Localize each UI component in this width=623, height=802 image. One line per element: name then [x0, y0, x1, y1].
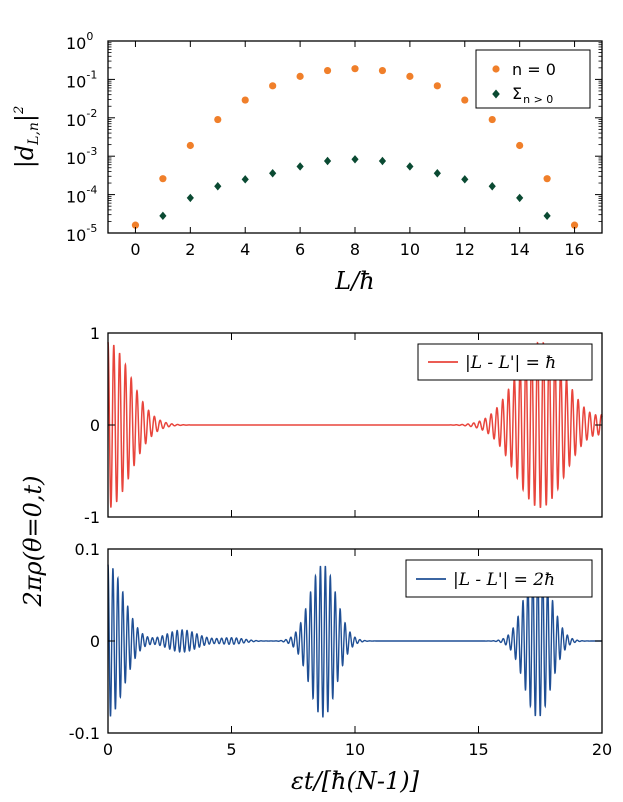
- y-tick-base: 10: [66, 72, 86, 91]
- y-tick-label: 0.1: [75, 540, 100, 559]
- y-tick-label: -0.1: [69, 724, 100, 743]
- scatter-point-sum: [186, 193, 194, 203]
- scatter-point-sum: [378, 156, 387, 166]
- y-tick-exponent: -3: [86, 145, 97, 158]
- y-tick-exponent: -1: [86, 68, 97, 81]
- scatter-point-sum: [433, 169, 441, 178]
- x-tick-label: 14: [509, 240, 529, 259]
- bottom-legend-label: |L - L'| = 2ħ: [453, 570, 555, 590]
- scatter-point-sum: [461, 175, 469, 184]
- x-tick-label: 15: [468, 740, 488, 759]
- scatter-point-sum: [296, 162, 304, 171]
- scatter-point-n0: [543, 175, 551, 183]
- y-tick-label: 0: [90, 416, 100, 435]
- scatter-point-n0: [269, 82, 277, 90]
- x-tick-label: 0: [103, 740, 113, 759]
- x-tick-label: 5: [226, 740, 236, 759]
- scatter-point-n0: [351, 65, 359, 73]
- ylabel-bar: |: [11, 114, 40, 122]
- y-tick-base: 10: [66, 188, 86, 207]
- y-tick-label: 1: [90, 324, 100, 343]
- x-tick-label: 2: [185, 240, 195, 259]
- scatter-point-n0: [159, 175, 167, 183]
- scatter-point-n0: [570, 221, 579, 229]
- y-tick-label: -1: [84, 508, 100, 527]
- y-tick-exponent: -4: [86, 184, 97, 197]
- scatter-point-sum: [351, 155, 359, 164]
- y-tick-label: 10-5: [66, 222, 97, 245]
- middle-ticks: 1 0 -1: [84, 324, 603, 527]
- y-tick-exponent: 0: [86, 30, 93, 43]
- scatter-point-n0: [488, 115, 496, 124]
- x-tick-label: 8: [350, 240, 360, 259]
- x-tick-label: 12: [455, 240, 475, 259]
- top-x-axis-label: L/ħ: [334, 267, 374, 295]
- x-tick-label: 6: [295, 240, 305, 259]
- scatter-point-sum: [543, 211, 551, 221]
- x-tick-label: 0: [130, 240, 140, 259]
- y-tick-label: 10-3: [66, 145, 97, 168]
- scatter-point-sum: [241, 175, 249, 184]
- legend-label-sum: Σn > 0: [512, 84, 553, 106]
- scatter-point-n0: [186, 141, 194, 150]
- bottom-x-axis-label: εt/[ħ(N-1)]: [291, 767, 420, 795]
- scatter-point-n0: [433, 82, 441, 90]
- x-tick-label: 20: [592, 740, 612, 759]
- scatter-point-n0: [214, 115, 222, 124]
- x-tick-label: 16: [564, 240, 584, 259]
- legend-sum-subscript: n > 0: [523, 93, 553, 106]
- x-tick-label: 4: [240, 240, 250, 259]
- middle-legend-label: |L - L'| = ħ: [465, 353, 556, 373]
- top-scatter-points: [131, 65, 579, 229]
- scatter-point-n0: [241, 96, 249, 104]
- shared-y-axis-label: 2πρ(θ=0,t): [19, 476, 47, 608]
- legend-label-n0: n = 0: [512, 60, 556, 79]
- top-legend-box: [475, 49, 591, 109]
- y-tick-base: 10: [66, 149, 86, 168]
- legend-marker-n0: [492, 65, 500, 73]
- scatter-point-n0: [131, 221, 140, 229]
- scatter-point-n0: [406, 72, 414, 80]
- top-y-axis-label: |dL,n|2: [11, 106, 42, 169]
- scatter-point-sum: [159, 211, 167, 221]
- legend-marker-sum: [492, 89, 500, 99]
- y-tick-exponent: -2: [86, 107, 97, 120]
- bottom-series-line: [107, 564, 602, 718]
- legend-sum-symbol: Σ: [512, 84, 522, 103]
- y-tick-base: 10: [66, 111, 86, 130]
- ylabel-subscript: L,n: [26, 122, 42, 146]
- scatter-point-sum: [269, 169, 277, 178]
- y-tick-label: 10-2: [66, 107, 97, 130]
- scatter-point-sum: [323, 156, 332, 166]
- scatter-point-sum: [488, 182, 496, 191]
- y-tick-label: 100: [66, 30, 93, 53]
- scatter-point-n0: [296, 72, 304, 80]
- y-tick-label: 0: [90, 632, 100, 651]
- scatter-point-sum: [406, 162, 414, 171]
- ylabel-superscript: 2: [12, 106, 27, 115]
- middle-line-panel: 1 0 -1 |L - L'| = ħ: [84, 324, 603, 527]
- x-tick-label: 10: [400, 240, 420, 259]
- scatter-point-n0: [461, 96, 469, 104]
- scatter-point-n0: [323, 66, 332, 75]
- scatter-point-n0: [516, 141, 524, 150]
- y-tick-base: 10: [66, 226, 86, 245]
- scatter-point-n0: [378, 66, 387, 75]
- scatter-point-sum: [516, 193, 524, 203]
- y-tick-exponent: -5: [86, 222, 97, 235]
- y-tick-label: 10-1: [66, 68, 97, 91]
- top-x-ticks: 0 2 4 6 8 10 12 14 16: [130, 41, 585, 259]
- y-tick-base: 10: [66, 34, 86, 53]
- y-tick-label: 10-4: [66, 184, 97, 207]
- scatter-point-sum: [214, 182, 222, 191]
- x-tick-label: 10: [345, 740, 365, 759]
